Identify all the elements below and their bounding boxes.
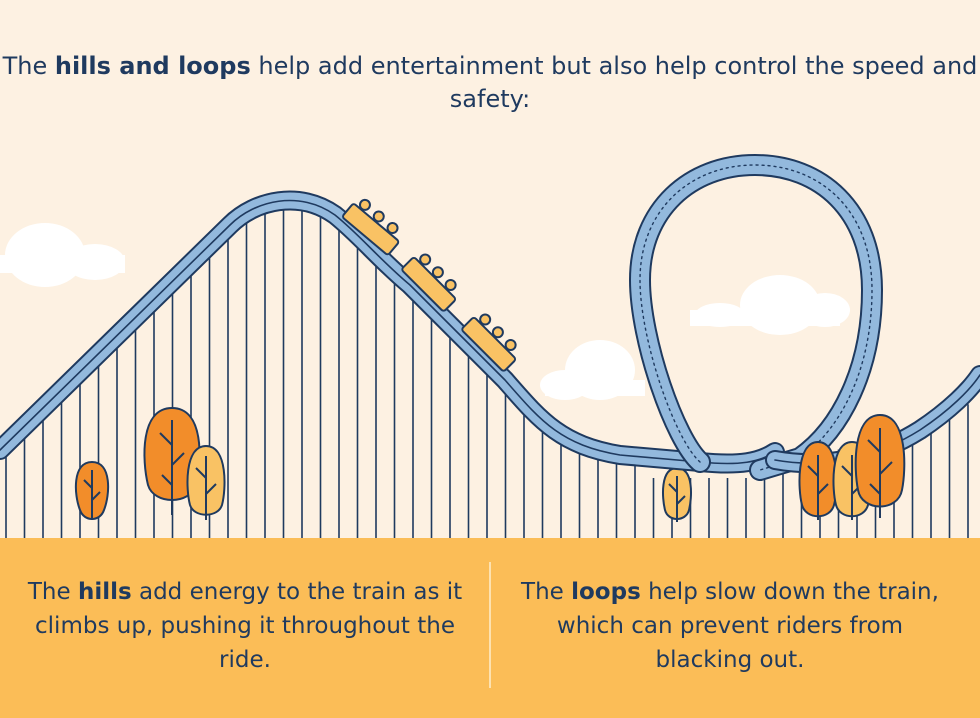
tree-icon-right-1 <box>798 440 838 520</box>
cloud-icon-left <box>0 223 125 287</box>
headline-pre: The <box>2 52 55 80</box>
coaster-train <box>342 198 517 372</box>
hills-caption: The hills add energy to the train as it … <box>25 575 465 677</box>
train-car-3 <box>461 313 517 372</box>
hills-caption-post: add energy to the train as it climbs up,… <box>35 579 463 673</box>
headline-bold: hills and loops <box>54 52 251 80</box>
caption-divider <box>489 562 491 688</box>
loops-caption: The loops help slow down the train, whic… <box>510 575 950 677</box>
headline: The hills and loops help add entertainme… <box>0 50 980 116</box>
hills-caption-bold: hills <box>77 579 132 605</box>
loops-caption-pre: The <box>521 579 572 605</box>
tree-icon-large-left <box>143 406 201 515</box>
tree-icon-right-3 <box>854 413 906 518</box>
train-car-1 <box>342 198 400 256</box>
tree-icon-small-center <box>661 466 693 522</box>
headline-post: help add entertainment but also help con… <box>250 52 978 113</box>
coaster-track <box>0 154 980 481</box>
tree-icon-small-left <box>74 460 110 520</box>
hills-caption-pre: The <box>27 579 78 605</box>
tree-icon-light-left <box>186 444 226 520</box>
train-car-2 <box>401 253 457 312</box>
loops-caption-bold: loops <box>571 579 641 605</box>
cloud-icon-right <box>690 275 850 335</box>
loops-caption-post: help slow down the train, which can prev… <box>556 579 939 673</box>
cloud-icon-center <box>540 340 645 400</box>
